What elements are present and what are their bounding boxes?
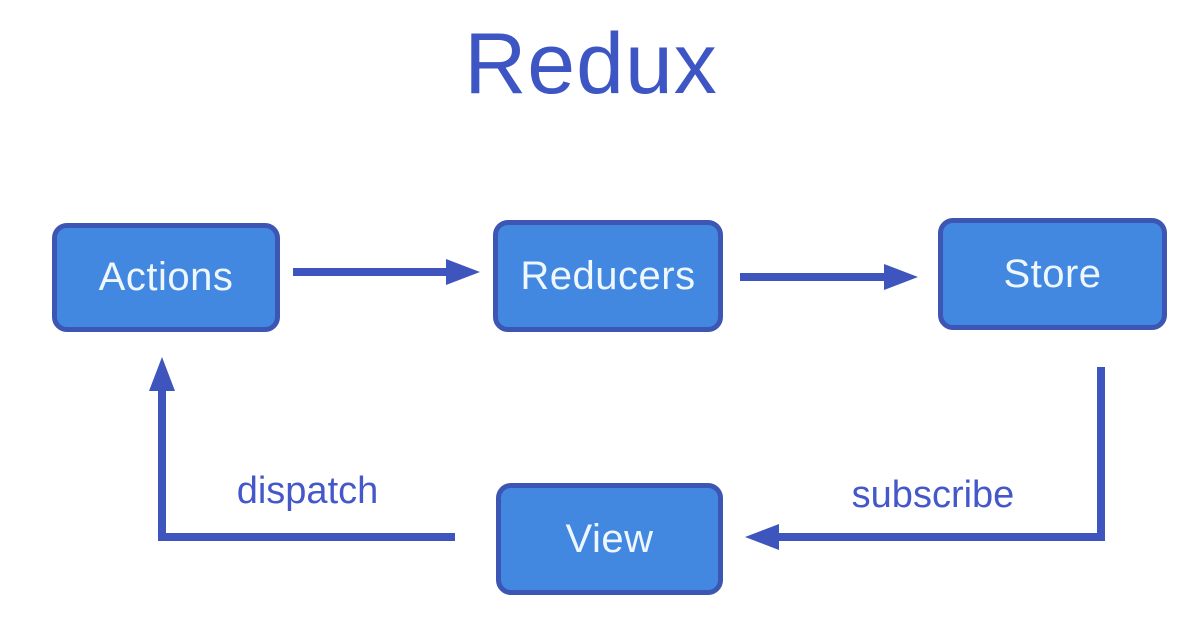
node-actions-label: Actions	[98, 255, 234, 299]
arrow-view-to-actions-vertical-line	[158, 391, 166, 541]
arrow-reducers-to-store-head-icon	[884, 264, 918, 290]
arrow-actions-to-reducers-line	[293, 268, 448, 276]
node-store: Store	[938, 218, 1167, 330]
arrow-store-to-view-vertical-line	[1097, 367, 1105, 541]
arrow-reducers-to-store-line	[740, 273, 886, 281]
node-actions: Actions	[52, 223, 280, 332]
node-reducers: Reducers	[493, 220, 723, 332]
arrow-view-to-actions-head-icon	[149, 357, 175, 391]
edge-label-dispatch: dispatch	[236, 470, 379, 512]
arrow-store-to-view-head-icon	[745, 524, 779, 550]
diagram-title: Redux	[464, 16, 718, 112]
node-reducers-label: Reducers	[520, 253, 696, 298]
arrow-actions-to-reducers-head-icon	[446, 259, 480, 285]
node-view-label: View	[565, 516, 654, 561]
arrow-view-to-actions-horizontal-line	[158, 533, 455, 541]
edge-label-subscribe: subscribe	[851, 474, 1015, 516]
arrow-store-to-view-horizontal-line	[779, 533, 1105, 541]
node-store-label: Store	[1003, 251, 1102, 296]
node-view: View	[496, 483, 723, 595]
